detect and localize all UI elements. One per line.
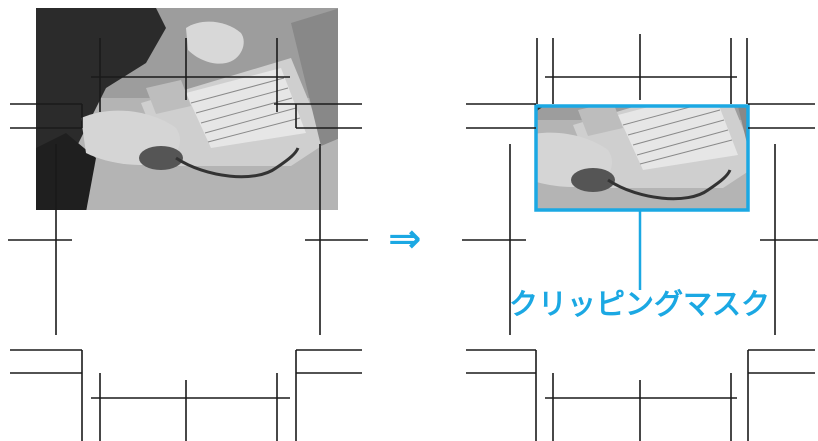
- clipped-photo: [468, 30, 772, 234]
- arrow-symbol: ⇒: [388, 216, 422, 262]
- clipping-mask-label: クリッピングマスク: [509, 287, 770, 321]
